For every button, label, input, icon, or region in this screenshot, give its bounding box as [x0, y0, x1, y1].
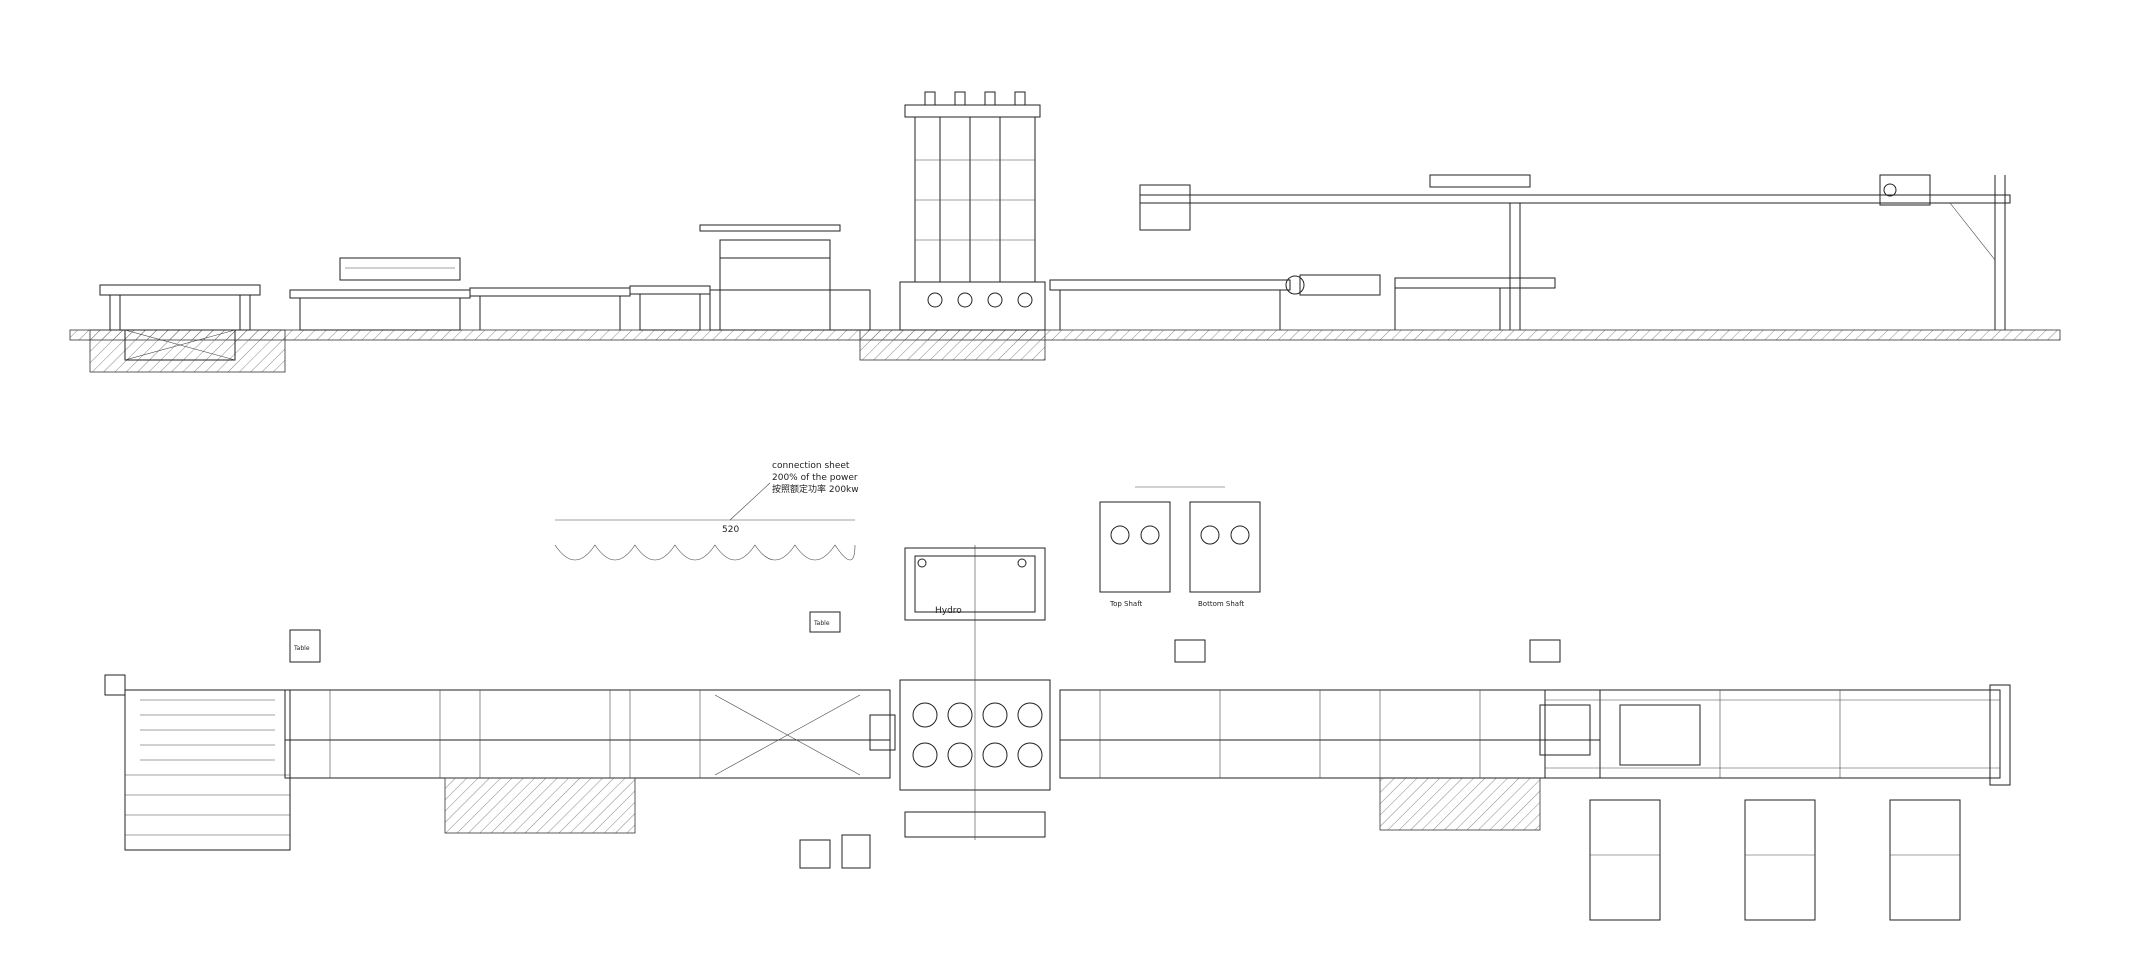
- outlet-lanes: [1589, 799, 1961, 921]
- overhead-gantry: [1139, 174, 2011, 330]
- conveyor-section-1: [289, 257, 711, 331]
- elevation-view: [69, 91, 2061, 373]
- mill-stands: [899, 91, 1046, 331]
- mill-pit: [859, 329, 1046, 361]
- main-line-frame: [284, 689, 896, 779]
- shaft-details: Top Shaft Bottom Shaft: [1099, 486, 1261, 608]
- plan-pit-left: [444, 777, 636, 834]
- plan-view: Hydro: [104, 545, 2011, 921]
- callout-dimension: 520: [722, 525, 739, 535]
- cooling-bed-frame: [1544, 684, 2011, 786]
- table-box-mid: [809, 611, 841, 633]
- callout-line-2: 200% of the power: [772, 473, 858, 483]
- heater-callout: connection sheet 200% of the power 按照额定功…: [554, 461, 859, 561]
- runout-conveyor: [1049, 274, 1556, 330]
- motor-detail-2: [841, 834, 871, 869]
- tank-label: Hydro: [935, 606, 962, 616]
- motor-detail: [799, 839, 831, 869]
- conveyor-section-2: [699, 224, 871, 331]
- table-box-left-label: Table: [293, 645, 310, 652]
- table-box-left: [289, 629, 321, 663]
- hydraulic-tank: Hydro: [904, 547, 1046, 621]
- ground-hatch: [69, 329, 2061, 341]
- downstream-frame: [1059, 689, 1601, 779]
- operator-console: [1174, 639, 1206, 663]
- table-box-mid-label: Table: [813, 620, 830, 627]
- left-pit: [89, 329, 286, 373]
- mill-stands-plan: [899, 545, 1051, 840]
- detail-left-caption: Top Shaft: [1109, 600, 1143, 608]
- callout-line-1: connection sheet: [772, 461, 850, 471]
- operator-console-2: [1529, 639, 1561, 663]
- plan-pit-right: [1379, 777, 1541, 831]
- callout-line-3: 按照额定功率 200kw: [772, 483, 859, 495]
- entry-table: [99, 284, 261, 361]
- detail-right-caption: Bottom Shaft: [1198, 600, 1244, 608]
- stacking-rack: [104, 674, 291, 851]
